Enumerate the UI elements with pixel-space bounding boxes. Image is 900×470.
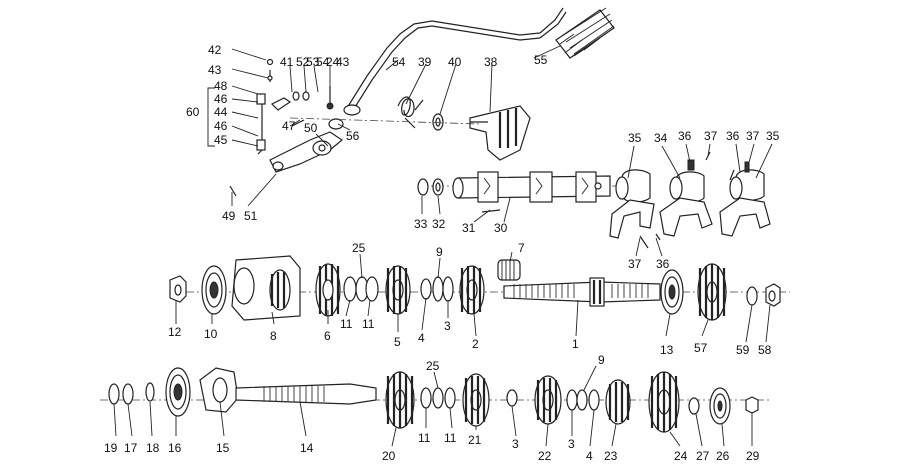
callout-37b: 37 [746,129,760,143]
callout-3c: 3 [568,437,575,451]
callout-55: 55 [534,53,548,67]
callout-36c: 36 [656,257,670,271]
kickstart-lever [343,7,567,116]
callout-9b: 9 [598,353,605,367]
callout-15: 15 [216,441,230,455]
callout-11c: 11 [418,431,431,445]
callout-46b: 46 [214,119,228,133]
callout-4a: 4 [418,331,425,345]
callout-23: 23 [604,449,618,463]
callout-16: 16 [168,441,182,455]
callout-1: 1 [572,337,579,351]
callout-52: 52 [296,55,310,69]
lever-centerline [289,117,481,125]
kickstart-quadrant [469,105,531,161]
callout-9a: 9 [436,245,443,259]
callout-31: 31 [462,221,476,235]
callout-4b: 4 [586,449,593,463]
callout-59: 59 [736,343,750,357]
kickstart-bush [432,113,444,131]
callout-43-top: 43 [336,55,350,69]
callout-49: 49 [222,209,236,223]
callout-51: 51 [244,209,258,223]
callout-11d: 11 [444,431,457,445]
callout-22: 22 [538,449,552,463]
callout-3b: 3 [512,437,519,451]
callout-24-top: 24 [326,55,340,69]
callout-36a: 36 [678,129,692,143]
selector-drum-row [417,171,620,213]
callout-58: 58 [758,343,772,357]
callout-33: 33 [414,217,428,231]
callout-47: 47 [282,119,296,133]
leader-lines [113,45,773,447]
callout-5: 5 [394,335,401,349]
callout-42: 42 [208,43,222,57]
callout-37c: 37 [628,257,642,271]
callout-12: 12 [168,325,182,339]
callout-18: 18 [146,441,160,455]
kickstart-rubber-grip [555,7,615,59]
callout-11a: 11 [340,317,353,331]
callout-50: 50 [304,121,318,135]
callout-38: 38 [484,55,498,69]
mainshaft-parts [108,367,759,433]
callout-20: 20 [382,449,396,463]
callout-25b: 25 [426,359,440,373]
callout-6: 6 [324,329,331,343]
callout-24: 24 [674,449,688,463]
callout-27: 27 [696,449,710,463]
callout-56: 56 [346,129,360,143]
callout-26: 26 [716,449,730,463]
callout-29: 29 [746,449,760,463]
callout-40: 40 [448,55,462,69]
callout-37a: 37 [704,129,718,143]
callout-25a: 25 [352,241,366,255]
callout-54-top: 54 [316,55,330,69]
callout-36b: 36 [726,129,740,143]
callout-13: 13 [660,343,674,357]
layshaft-parts [169,255,781,321]
callout-39: 39 [418,55,432,69]
callout-54: 54 [392,55,406,69]
callout-8: 8 [270,329,277,343]
callout-44: 44 [214,105,228,119]
kickstart-spring [397,96,424,129]
callout-10: 10 [204,327,218,341]
callout-57: 57 [694,341,708,355]
callout-32: 32 [432,217,446,231]
callout-53: 53 [306,55,320,69]
callout-labels: 42 41 52 53 54 24 43 43 48 46 44 46 45 6… [104,43,780,463]
callout-41: 41 [280,55,294,69]
callout-48: 48 [214,79,228,93]
callout-35a: 35 [628,131,642,145]
callout-35b: 35 [766,129,780,143]
callout-46a: 46 [214,92,228,106]
callout-19: 19 [104,441,118,455]
callout-43: 43 [208,63,222,77]
callout-7: 7 [518,241,525,255]
callout-3a: 3 [444,319,451,333]
callout-17: 17 [124,441,138,455]
selector-forks [609,151,771,249]
callout-11b: 11 [362,317,375,331]
callout-60: 60 [186,105,200,119]
callout-21: 21 [468,433,482,447]
callout-2: 2 [472,337,479,351]
callout-14: 14 [300,441,314,455]
callout-34: 34 [654,131,668,145]
callout-45: 45 [214,133,228,147]
callout-30: 30 [494,221,508,235]
